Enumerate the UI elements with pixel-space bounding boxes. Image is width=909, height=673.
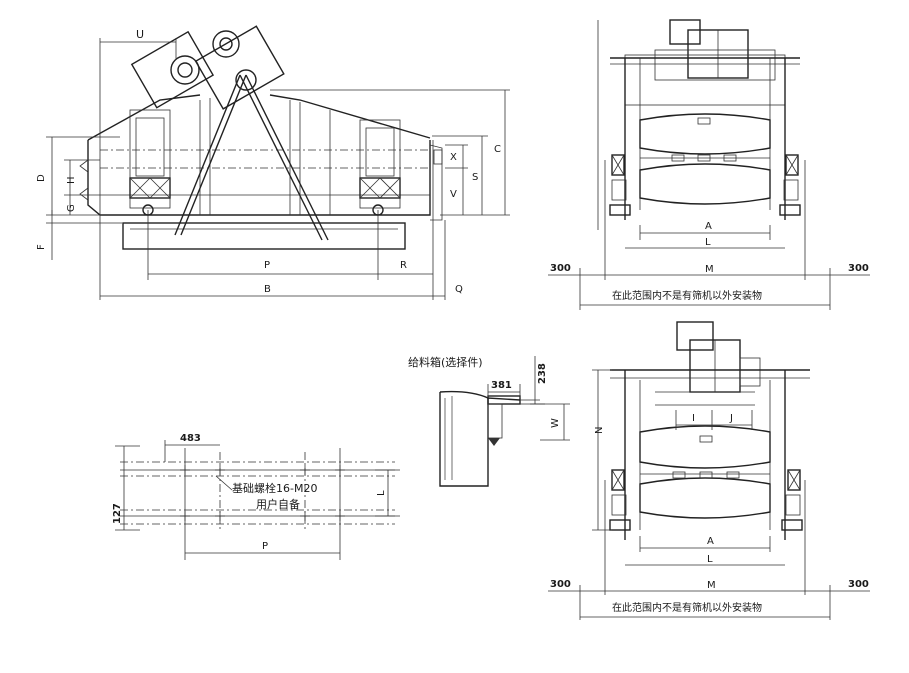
ft-dim-A: A: [705, 221, 712, 232]
feed-box-title: 给料箱(选择件): [408, 355, 483, 369]
fb-dim-N: N: [594, 427, 605, 434]
fb-left-300: 300: [550, 579, 571, 590]
dim-X: X: [450, 152, 457, 163]
ft-dim-L: L: [705, 237, 711, 248]
dim-R: R: [400, 260, 407, 271]
dim-S: S: [472, 172, 478, 183]
fdn-dim-483: 483: [180, 433, 201, 444]
fb-note: 在此范围内不是有筛机以外安装物: [612, 601, 762, 614]
front-view-bottom: I J N A L M 300 300 在此范围内不是有筛机以外安装物: [548, 321, 870, 620]
feed-dim-238: 238: [537, 363, 548, 384]
base-beam: [122, 222, 406, 250]
fb-dim-J: J: [729, 413, 733, 424]
ft-right-300: 300: [848, 263, 869, 274]
fb-right-300: 300: [848, 579, 869, 590]
ft-note: 在此范围内不是有筛机以外安装物: [612, 289, 762, 302]
dim-D: D: [36, 174, 47, 182]
ft-left-300: 300: [550, 263, 571, 274]
dim-C: C: [494, 144, 501, 155]
dim-Q: Q: [455, 284, 463, 295]
dim-B: B: [264, 284, 271, 295]
feed-dim-W: W: [550, 418, 561, 428]
fdn-bolt-label: 基础螺栓16-M20: [232, 481, 317, 495]
dim-H: H: [66, 176, 77, 184]
foundation-plan: 483 127 L 基础螺栓16-M20 用户自备 P: [112, 433, 400, 560]
front-view-top: A L M 300 300 在此范围内不是有筛机以外安装物: [548, 19, 870, 310]
fdn-dim-127: 127: [112, 503, 123, 524]
fb-dim-L: L: [707, 554, 713, 565]
feed-dim-381: 381: [491, 380, 512, 391]
fdn-bolt-note: 用户自备: [256, 497, 300, 511]
dim-U: U: [136, 28, 144, 41]
fdn-dim-L: L: [376, 490, 387, 496]
feed-box-detail: 给料箱(选择件) 381 238 W: [408, 355, 570, 487]
ft-dim-M: M: [705, 264, 714, 275]
dim-F: F: [36, 244, 47, 250]
fb-dim-I: I: [692, 413, 695, 424]
dim-V: V: [450, 189, 457, 200]
side-view: U D H G F C S X V P R: [36, 25, 510, 300]
fb-dim-A: A: [707, 536, 714, 547]
dim-G: G: [66, 204, 77, 212]
dim-P: P: [264, 260, 270, 271]
fdn-dim-P: P: [262, 541, 268, 552]
fb-dim-M: M: [707, 580, 716, 591]
